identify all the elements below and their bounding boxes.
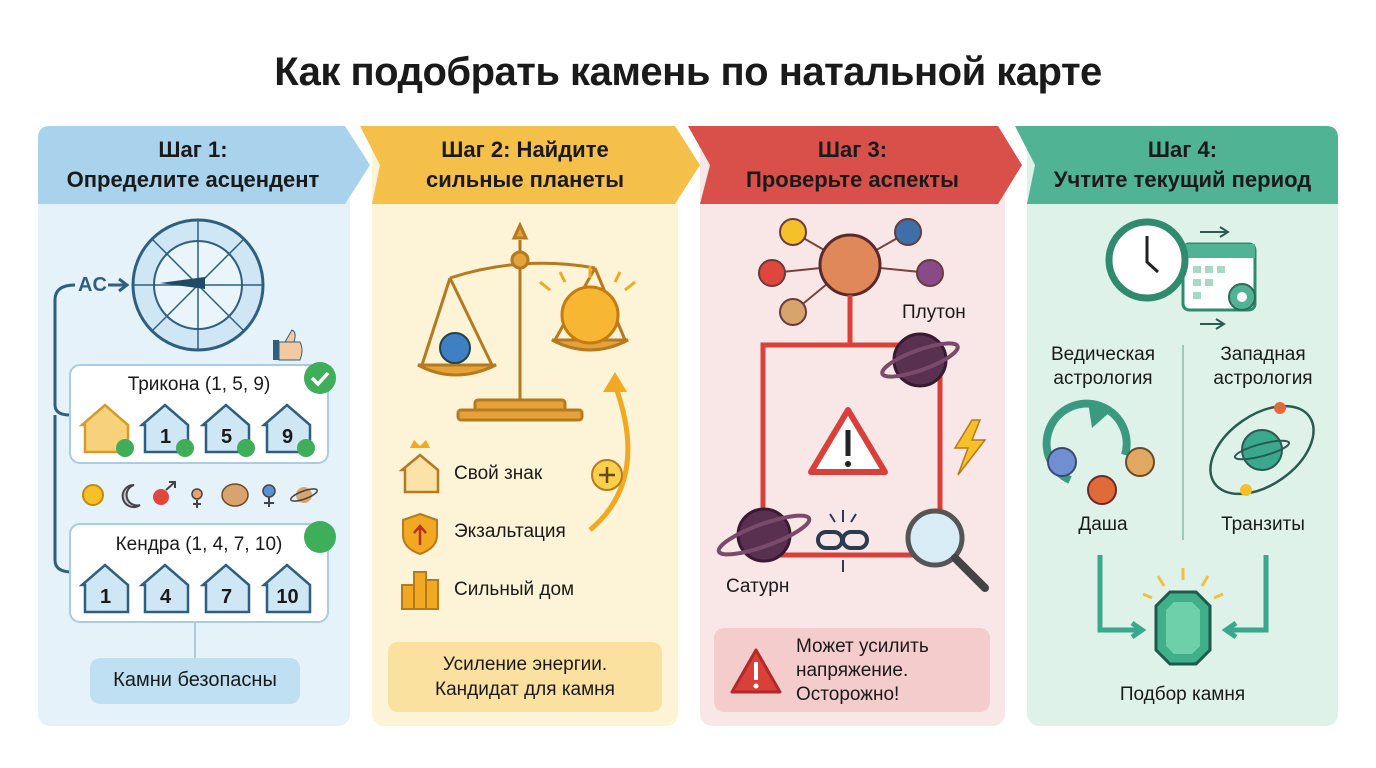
sun-icon bbox=[560, 285, 620, 345]
house-number: 4 bbox=[159, 586, 172, 608]
trikona-houses bbox=[78, 403, 315, 457]
stone-selection-label: Подбор камня bbox=[1119, 684, 1246, 705]
house-number: 7 bbox=[220, 586, 233, 608]
ac-label: AC bbox=[78, 274, 107, 296]
step3-heading: Шаг 3:Проверьте аспекты bbox=[746, 137, 959, 192]
house-crown-icon bbox=[398, 453, 440, 494]
thumbs-up-hand-icon bbox=[273, 340, 279, 360]
house-number: 1 bbox=[159, 426, 172, 448]
trikona-label: Трикона (1, 5, 9) bbox=[127, 374, 271, 395]
thumbs-up-icon bbox=[304, 521, 336, 553]
house-number: 9 bbox=[281, 426, 294, 448]
house-number: 1 bbox=[99, 586, 112, 608]
step2-result: Усиление энергии.Кандидат для камня bbox=[435, 654, 615, 700]
step4-heading: Шаг 4:Учтите текущий период bbox=[1053, 137, 1312, 192]
step1-heading: Шаг 1:Определите асцендент bbox=[66, 137, 320, 192]
kendra-label: Кендра (1, 4, 7, 10) bbox=[115, 534, 283, 555]
lightning-icon bbox=[953, 419, 987, 476]
strong-planet-own-sign: Свой знак bbox=[454, 463, 543, 484]
planet-icon bbox=[439, 332, 471, 364]
step1-result: Камни безопасны bbox=[113, 669, 277, 691]
kendra-houses bbox=[78, 563, 312, 614]
strong-planet-exaltation: Экзальтация bbox=[454, 521, 566, 542]
curved-arrow-icon bbox=[588, 384, 631, 532]
page-title: Как подобрать камень по натальной карте bbox=[274, 50, 1102, 94]
transit-orbit-icon bbox=[1209, 404, 1315, 496]
house-number: 5 bbox=[220, 426, 233, 448]
pluto-label: Плутон bbox=[902, 302, 966, 323]
house-number: 10 bbox=[276, 586, 299, 608]
magnifier-icon bbox=[905, 508, 965, 568]
strong-planet-house: Сильный дом bbox=[454, 579, 575, 600]
buildings-icon bbox=[401, 571, 439, 610]
saturn-label: Сатурн bbox=[726, 576, 790, 597]
zodiac-wheel-icon bbox=[131, 218, 265, 352]
broken-link-icon bbox=[816, 530, 869, 550]
planet-symbols-row bbox=[82, 481, 318, 508]
dasha-label: Даша bbox=[1078, 514, 1128, 535]
transits-label: Транзиты bbox=[1221, 514, 1305, 535]
check-icon bbox=[304, 362, 336, 394]
